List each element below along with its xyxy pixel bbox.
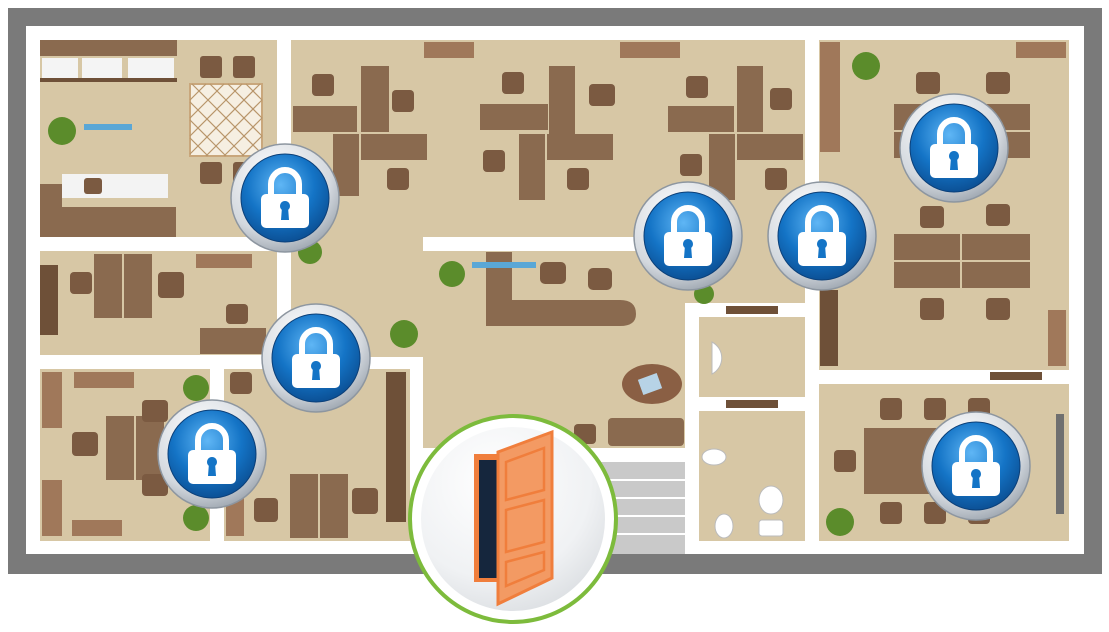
central-desks — [293, 42, 803, 200]
lock-shackle — [299, 327, 333, 356]
lock-icon-southwest-office[interactable] — [157, 399, 267, 509]
door-open-icon — [474, 429, 554, 607]
lock-shackle — [937, 117, 971, 146]
room-restroom-bottom — [699, 411, 805, 541]
entrance-door-badge[interactable] — [408, 414, 618, 624]
lock-badges — [157, 93, 1031, 521]
lock-icon-northeast-office[interactable] — [899, 93, 1009, 203]
lock-icon-east-open-office[interactable] — [767, 181, 877, 291]
lock-icon-conference-room[interactable] — [921, 411, 1031, 521]
kitchen-counter — [40, 40, 177, 82]
lock-shackle — [268, 167, 302, 196]
lock-shackle — [805, 205, 839, 234]
reception-desk — [472, 252, 684, 446]
lock-icon-west-office-center[interactable] — [261, 303, 371, 413]
lock-icon-central-open-office[interactable] — [633, 181, 743, 291]
reception-furniture — [40, 56, 263, 237]
lock-icon-reception-office[interactable] — [230, 143, 340, 253]
lock-shackle — [671, 205, 705, 234]
keyhole — [970, 469, 981, 488]
keyhole — [816, 239, 827, 258]
keyhole — [310, 361, 321, 380]
keyhole — [682, 239, 693, 258]
keyhole — [206, 457, 217, 476]
restroom-fixtures — [701, 306, 784, 539]
lock-shackle — [195, 423, 229, 452]
west-office-desks — [40, 254, 266, 354]
lock-shackle — [959, 435, 993, 464]
southwest-desks — [42, 372, 406, 538]
keyhole — [948, 151, 959, 170]
plants — [48, 52, 880, 536]
keyhole — [279, 201, 290, 220]
